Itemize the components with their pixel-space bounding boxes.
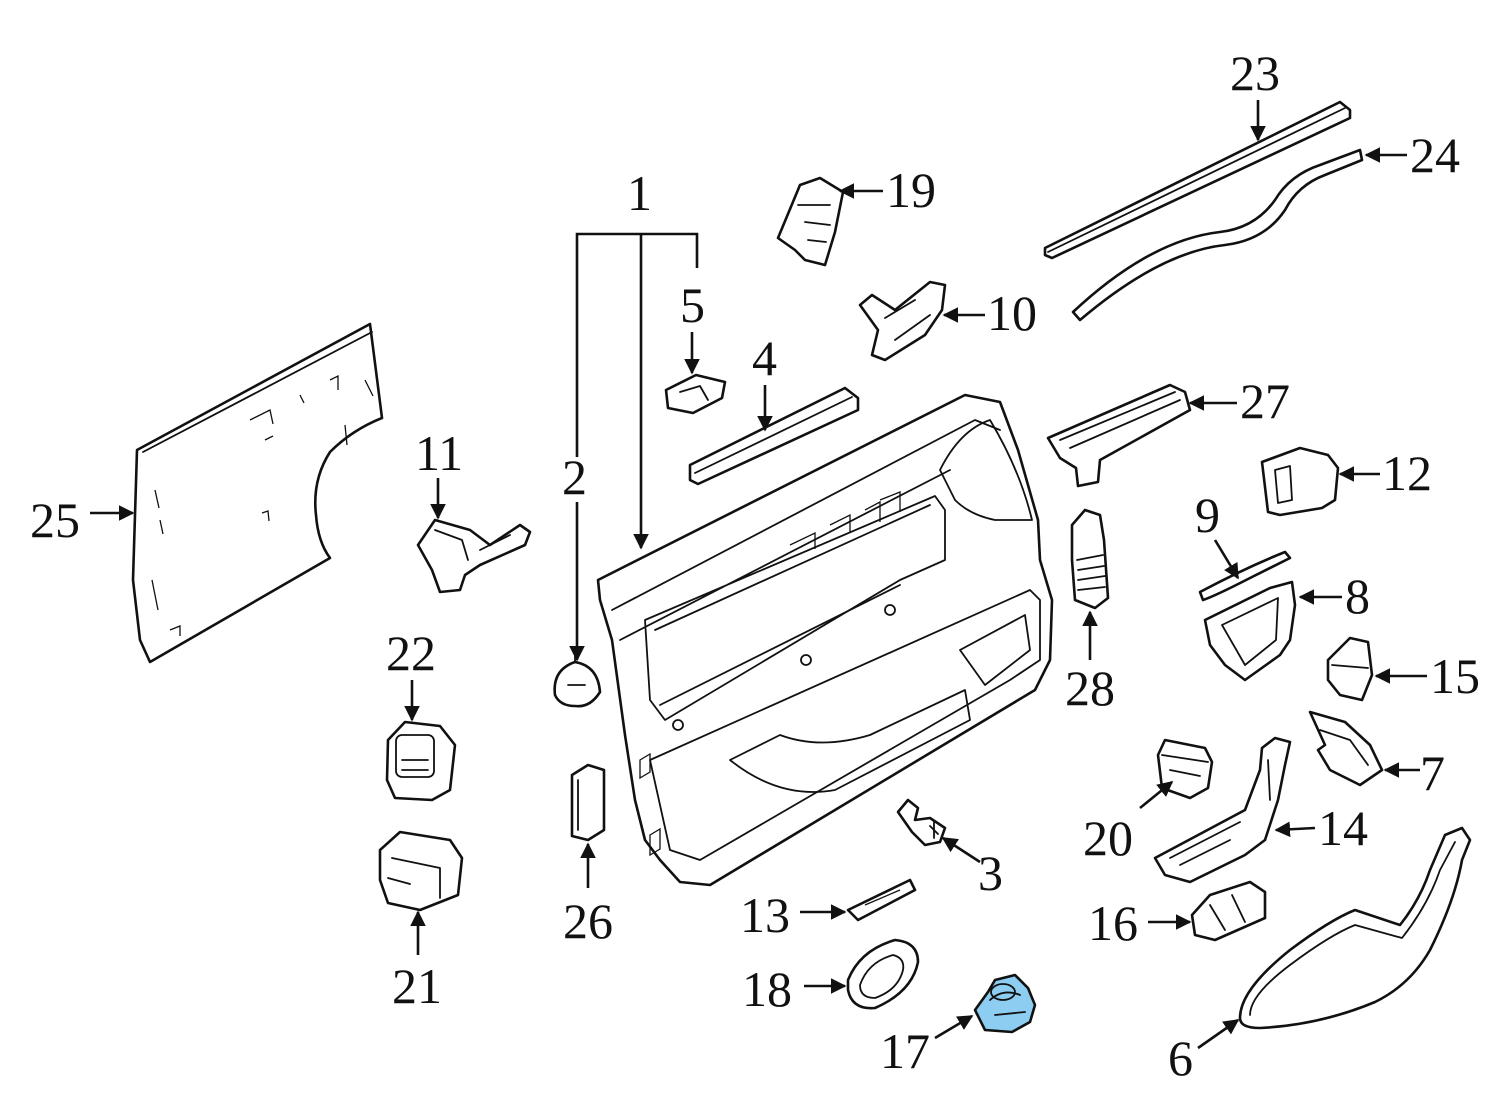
callout-6-label: 6 xyxy=(1168,1030,1193,1086)
callout-20: 20 xyxy=(1083,780,1174,866)
callout-27-label: 27 xyxy=(1240,373,1290,429)
part-22-switch[interactable] xyxy=(385,720,457,802)
callout-11-label: 11 xyxy=(415,425,463,481)
callout-23: 23 xyxy=(1230,45,1280,142)
callout-4: 4 xyxy=(752,330,777,432)
callout-16: 16 xyxy=(1088,895,1192,951)
part-20-switch[interactable] xyxy=(1156,738,1214,800)
callout-23-label: 23 xyxy=(1230,45,1280,101)
callout-14: 14 xyxy=(1274,800,1368,856)
callout-10: 10 xyxy=(942,285,1037,341)
callout-3-label: 3 xyxy=(978,845,1003,901)
part-12-cover[interactable] xyxy=(1260,446,1340,517)
callout-14-label: 14 xyxy=(1318,800,1368,856)
callout-6: 6 xyxy=(1168,1018,1240,1086)
callout-22: 22 xyxy=(386,625,436,722)
part-8-bezel[interactable] xyxy=(1203,580,1297,682)
callout-25-label: 25 xyxy=(30,492,80,548)
part-5-clip[interactable] xyxy=(664,373,727,415)
callout-13: 13 xyxy=(740,887,847,943)
callout-2-label: 2 xyxy=(562,449,587,505)
callout-11: 11 xyxy=(415,425,463,520)
part-19-switch[interactable] xyxy=(776,176,845,267)
callout-26-label: 26 xyxy=(563,893,613,949)
callout-3: 3 xyxy=(941,836,1003,901)
callout-27: 27 xyxy=(1188,373,1290,429)
callout-17-label: 17 xyxy=(880,1023,930,1079)
callout-8: 8 xyxy=(1298,568,1370,624)
part-18-grommet[interactable] xyxy=(846,938,920,1010)
callout-4-label: 4 xyxy=(752,330,777,386)
part-21-switch-housing[interactable] xyxy=(378,830,464,912)
part-24-weatherstrip[interactable] xyxy=(1071,148,1364,322)
part-6-armrest-trim[interactable] xyxy=(1238,826,1472,1030)
callout-26: 26 xyxy=(563,842,613,949)
callout-5-label: 5 xyxy=(680,277,705,333)
part-27-armrest-grip[interactable] xyxy=(1046,383,1192,488)
callout-18-label: 18 xyxy=(742,961,792,1017)
part-2-clip[interactable] xyxy=(553,651,602,708)
part-26-insert[interactable] xyxy=(570,763,606,842)
callout-5: 5 xyxy=(680,277,705,375)
callout-15: 15 xyxy=(1374,648,1480,704)
door-trim-panel[interactable] xyxy=(596,393,1054,887)
callout-10-label: 10 xyxy=(987,285,1037,341)
callout-24-label: 24 xyxy=(1410,127,1460,183)
callout-18: 18 xyxy=(742,961,847,1017)
callout-16-label: 16 xyxy=(1088,895,1138,951)
callout-2: 2 xyxy=(562,449,587,662)
callout-22-label: 22 xyxy=(386,625,436,681)
callout-13-label: 13 xyxy=(740,887,790,943)
callout-19-label: 19 xyxy=(886,162,936,218)
part-16-switch[interactable] xyxy=(1190,880,1267,942)
callout-25: 25 xyxy=(30,492,135,548)
callout-9-label: 9 xyxy=(1195,487,1220,543)
callout-28-label: 28 xyxy=(1065,660,1115,716)
part-4-trim-strip[interactable] xyxy=(688,386,860,486)
part-3-screw[interactable] xyxy=(896,798,947,847)
callout-24: 24 xyxy=(1364,127,1460,183)
callout-28: 28 xyxy=(1065,610,1115,716)
callout-21-label: 21 xyxy=(392,958,442,1014)
callout-7-label: 7 xyxy=(1420,745,1445,801)
part-11-bracket[interactable] xyxy=(416,518,532,594)
callout-8-label: 8 xyxy=(1345,568,1370,624)
callout-1: 1 xyxy=(575,165,699,550)
callout-7: 7 xyxy=(1383,745,1445,801)
part-28-handle[interactable] xyxy=(1070,508,1110,610)
part-15-switch[interactable] xyxy=(1326,636,1374,702)
part-17-highlighted-switch[interactable] xyxy=(973,973,1037,1034)
callout-12: 12 xyxy=(1338,445,1432,501)
part-7-trim-piece[interactable] xyxy=(1308,710,1384,787)
callout-1-label: 1 xyxy=(627,165,652,221)
callout-20-label: 20 xyxy=(1083,810,1133,866)
callout-9: 9 xyxy=(1195,487,1240,580)
part-25-water-deflector[interactable] xyxy=(131,322,384,664)
part-14-switch-panel[interactable] xyxy=(1153,736,1292,884)
callout-17: 17 xyxy=(880,1014,974,1079)
part-23-belt-molding[interactable] xyxy=(1043,100,1352,260)
callout-21: 21 xyxy=(392,910,442,1014)
callout-15-label: 15 xyxy=(1430,648,1480,704)
part-13-label[interactable] xyxy=(846,878,917,922)
callout-12-label: 12 xyxy=(1382,445,1432,501)
part-10-bracket[interactable] xyxy=(858,280,947,362)
callout-19: 19 xyxy=(838,162,936,218)
